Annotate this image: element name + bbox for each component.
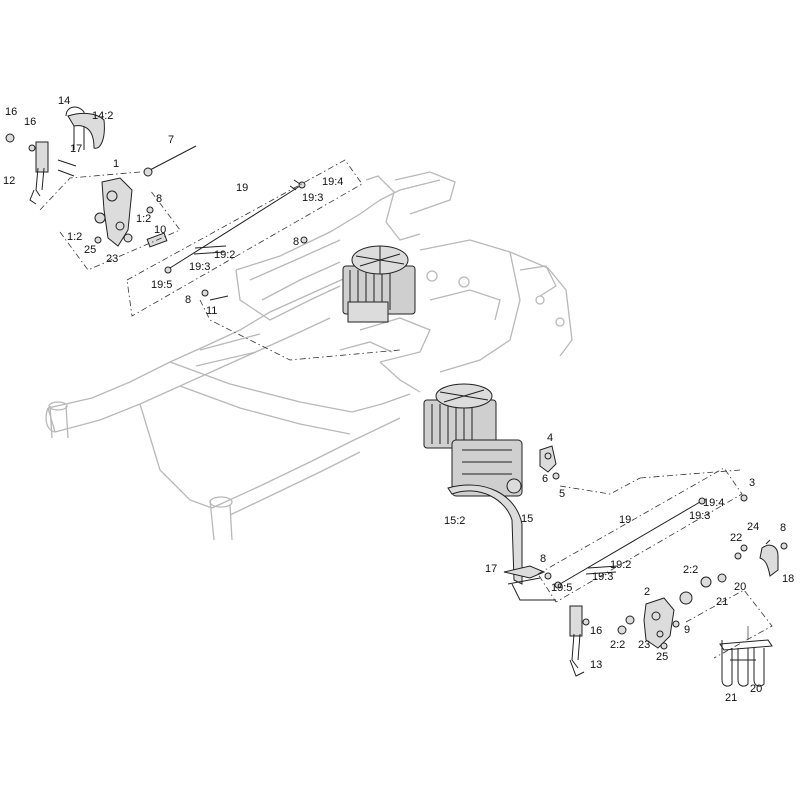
upper-rod-7 [143, 145, 197, 177]
callout-c-19-2a: 19:2 [214, 249, 235, 261]
callout-c-20b: 20 [750, 683, 762, 695]
callout-c-2-2a: 2:2 [683, 564, 698, 576]
callout-c-12: 12 [3, 175, 15, 187]
callout-c-21a: 21 [716, 596, 728, 608]
callout-c-2: 2 [644, 586, 650, 598]
callout-c-25a: 25 [84, 244, 96, 256]
callout-c-8d: 8 [780, 522, 786, 534]
callout-c-15: 15 [521, 513, 533, 525]
lower-rod-19 [544, 497, 706, 589]
callout-c-25b: 25 [656, 651, 668, 663]
callout-c-8a: 8 [156, 193, 162, 205]
lower-control-plate-2 [617, 494, 788, 650]
chassis-frame [45, 171, 573, 541]
callout-c-22: 22 [730, 532, 742, 544]
callout-c-19-5b: 19:5 [551, 582, 572, 594]
lower-leader-path [559, 469, 741, 495]
pump-arm-4 [539, 445, 560, 480]
callout-c-19b: 19 [619, 514, 631, 526]
callout-c-19-4b: 19:4 [703, 497, 724, 509]
callout-c-10: 10 [154, 224, 166, 236]
callout-c-1-2b: 1:2 [67, 231, 82, 243]
left-control-assembly [5, 106, 168, 248]
callout-c-13: 13 [590, 659, 602, 671]
callout-c-19-3a: 19:3 [302, 192, 323, 204]
callout-c-7: 7 [168, 134, 174, 146]
callout-c-2-2b: 2:2 [610, 639, 625, 651]
callout-c-16b: 16 [24, 116, 36, 128]
callout-c-17b: 17 [485, 563, 497, 575]
callout-c-17a: 17 [70, 143, 82, 155]
upper-leader-path [39, 171, 401, 361]
callout-c-6: 6 [542, 473, 548, 485]
upper-left-group-outline [59, 189, 181, 271]
right-lever-13 [569, 605, 590, 677]
callout-c-20a: 20 [734, 581, 746, 593]
callout-c-4: 4 [547, 432, 553, 444]
lower-right-group-outline [685, 589, 773, 659]
callout-c-18: 18 [782, 573, 794, 585]
callout-c-16a: 16 [5, 106, 17, 118]
callout-c-19-2b: 19:2 [610, 559, 631, 571]
callout-c-19a: 19 [236, 182, 248, 194]
callout-c-15-2: 15:2 [444, 515, 465, 527]
damper-bracket-18 [759, 539, 779, 577]
callout-c-19-3b2: 19:3 [689, 510, 710, 522]
callout-c-9: 9 [684, 624, 690, 636]
lower-group-outline [537, 467, 743, 603]
callout-c-14: 14 [58, 95, 70, 107]
callout-c-11: 11 [206, 305, 217, 317]
callout-c-3: 3 [749, 477, 755, 489]
callout-c-1-2a: 1:2 [136, 213, 151, 225]
bushing-detail-20-21 [719, 626, 773, 687]
right-handle-15 [447, 484, 556, 601]
callout-c-24: 24 [747, 521, 759, 533]
callout-c-14-2: 14:2 [92, 110, 113, 122]
callout-c-8b: 8 [293, 236, 299, 248]
callout-c-21b: 21 [725, 692, 737, 704]
callout-c-1: 1 [113, 158, 119, 170]
callout-c-19-5a: 19:5 [151, 279, 172, 291]
callout-c-8e: 8 [540, 553, 546, 565]
callout-c-19-3b: 19:3 [189, 261, 210, 273]
callout-c-8c: 8 [185, 294, 191, 306]
callout-c-23a: 23 [106, 253, 118, 265]
callout-c-16c: 16 [590, 625, 602, 637]
callout-c-19-4a: 19:4 [322, 176, 343, 188]
upper-group-outline [126, 159, 363, 317]
hydro-transmission-upper [342, 245, 416, 323]
callout-c-19-3c: 19:3 [592, 571, 613, 583]
hydro-transmission-lower [423, 383, 523, 497]
callout-c-5: 5 [559, 488, 565, 500]
bracket-17 [503, 565, 546, 585]
callout-c-23b: 23 [638, 639, 650, 651]
upper-rod-19 [164, 179, 306, 274]
upper-small-parts [201, 236, 308, 301]
